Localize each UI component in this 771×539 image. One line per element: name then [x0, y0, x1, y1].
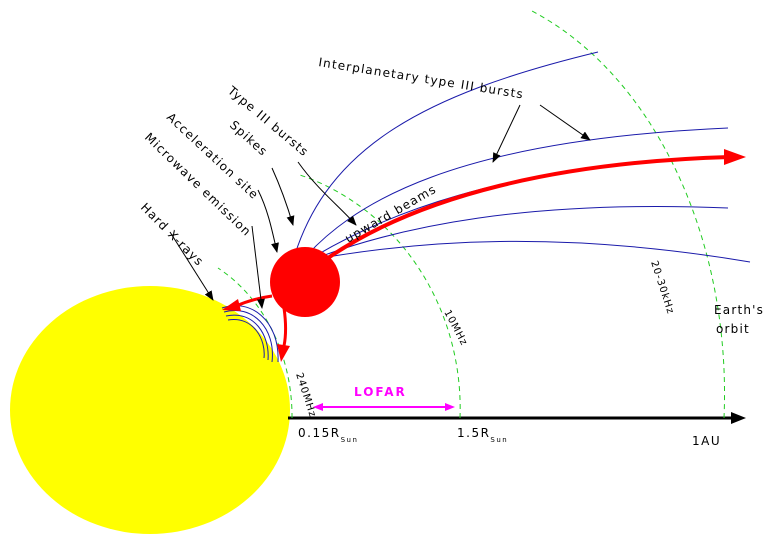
label-lofar: LOFAR [354, 385, 407, 399]
loop-4 [227, 319, 265, 359]
label-r015: 0.15RSun [298, 426, 358, 444]
downward-beam-left [235, 294, 273, 308]
field-line-2 [295, 127, 729, 269]
upward-beam [326, 155, 731, 260]
pointer-microwave [251, 225, 265, 309]
label-freq-240mhz: 240MHz [293, 372, 318, 420]
label-earth-orbit-1: Earth's [714, 303, 764, 317]
loop-3 [225, 314, 269, 361]
frequency-arcs [217, 9, 725, 419]
pointer-arrows [169, 104, 591, 309]
pointer-acceleration [257, 189, 279, 253]
downward-beam-left-arrowhead [222, 299, 241, 311]
pointer-interplanetary-1 [492, 104, 521, 163]
axis-arrowhead [731, 412, 746, 424]
field-line-1 [289, 51, 599, 273]
label-freq-10mhz: 10MHz [441, 308, 469, 348]
arc-240mhz [217, 267, 293, 419]
label-r15-subscript: Sun [490, 436, 508, 444]
sun-disk [10, 286, 290, 534]
upward-beam-arrowhead [724, 149, 746, 165]
downward-beam-down-arrowhead [277, 344, 290, 362]
label-r015-value: 0.15R [298, 426, 341, 440]
label-earth-orbit-2: orbit [716, 322, 750, 336]
arc-earth-orbit [529, 9, 725, 419]
pointer-hardxray [169, 231, 214, 301]
label-r15: 1.5RSun [457, 426, 508, 444]
downward-beam-down [282, 307, 287, 347]
pointer-spikes [271, 167, 295, 226]
label-freq-20-30khz: 20-30kHz [648, 260, 676, 316]
label-r015-subscript: Sun [341, 436, 359, 444]
pointer-interplanetary-2 [539, 104, 591, 141]
label-1au: 1AU [692, 434, 721, 448]
pointer-type3 [297, 161, 357, 226]
acceleration-source [270, 247, 340, 317]
label-r15-value: 1.5R [457, 426, 490, 440]
label-interplanetary: Interplanetary type III bursts [318, 55, 525, 101]
field-line-5 [309, 240, 751, 263]
label-hardxray: Hard X-rays [138, 200, 207, 269]
